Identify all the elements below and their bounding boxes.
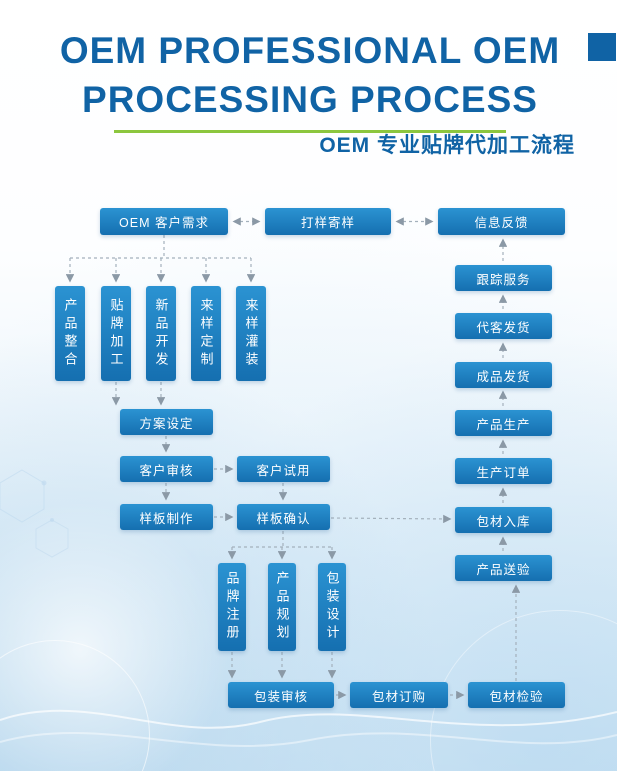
header: OEM PROFESSIONAL OEM PROCESSING PROCESS — [40, 26, 580, 133]
node-feedback: 信息反馈 — [438, 208, 565, 235]
node-plan-setting: 方案设定 — [120, 409, 213, 435]
node-package-design: 包装设计 — [318, 563, 346, 651]
node-oem-processing: 贴牌加工 — [101, 286, 131, 381]
node-material-storage: 包材入库 — [455, 507, 552, 533]
node-new-product-dev: 新品开发 — [146, 286, 176, 381]
edge-confirm-branches — [227, 531, 337, 560]
node-custom-sample: 来样定制 — [191, 286, 221, 381]
edge-confirm-storage — [330, 514, 452, 524]
node-sample-making: 样板制作 — [120, 504, 213, 530]
node-product-planning: 产品规划 — [268, 563, 296, 651]
title-underline — [114, 130, 506, 133]
page-title-line1: OEM PROFESSIONAL OEM — [59, 30, 561, 71]
node-product-production: 产品生产 — [455, 410, 552, 436]
node-customer-review: 客户审核 — [120, 456, 213, 482]
node-sample-send: 打样寄样 — [265, 208, 391, 235]
node-sample-confirm: 样板确认 — [237, 504, 330, 530]
node-product-test: 产品送验 — [455, 555, 552, 581]
node-customer-trial: 客户试用 — [237, 456, 330, 482]
edge-demand-branches — [65, 235, 256, 283]
node-product-integration: 产品整合 — [55, 286, 85, 381]
node-package-review: 包装审核 — [228, 682, 334, 708]
corner-square-decoration — [588, 33, 616, 61]
page-title-line2: PROCESSING PROCESS — [82, 79, 538, 120]
node-oem-customer-demand: OEM 客户需求 — [100, 208, 228, 235]
node-sample-filling: 来样灌装 — [236, 286, 266, 381]
node-tracking-service: 跟踪服务 — [455, 265, 552, 291]
node-brand-register: 品牌注册 — [218, 563, 246, 651]
node-customer-shipping: 代客发货 — [455, 313, 552, 339]
node-material-order: 包材订购 — [350, 682, 448, 708]
edge-branches-package-review — [227, 652, 337, 679]
node-material-inspect: 包材检验 — [468, 682, 565, 708]
page-subtitle: OEM 专业贴牌代加工流程 — [319, 134, 575, 157]
node-finished-shipping: 成品发货 — [455, 362, 552, 388]
node-production-order: 生产订单 — [455, 458, 552, 484]
